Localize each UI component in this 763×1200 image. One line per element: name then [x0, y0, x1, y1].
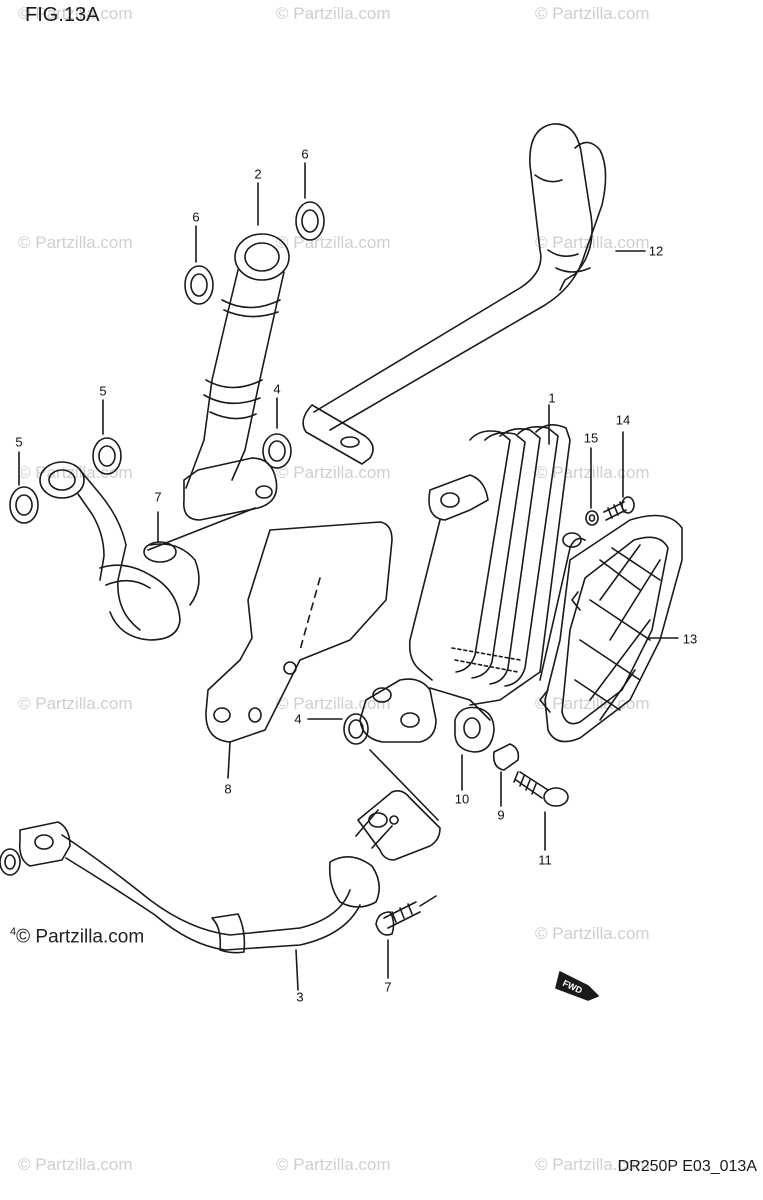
watermark: © Partzilla.com [276, 1155, 391, 1174]
part-12-cooler-hose [302, 123, 646, 465]
watermark: © Partzilla.com [18, 4, 133, 23]
watermark: © Partzilla.com [535, 1155, 650, 1174]
watermark: © Partzilla.com [18, 1155, 133, 1174]
part-3-lower-hose [18, 749, 441, 991]
part-11-bolt [513, 771, 569, 851]
callout-7: 7 [384, 979, 392, 995]
part-7-bolt-lower [375, 895, 437, 979]
callout-8: 8 [224, 781, 232, 797]
callout-7: 7 [154, 489, 162, 505]
watermark: © Partzilla.com [535, 233, 650, 252]
part-2-upper-hose [183, 182, 290, 521]
watermark: © Partzilla.com [18, 694, 133, 713]
part-10-grommet [454, 706, 495, 791]
figure-code: DR250P E03_013A [617, 1158, 757, 1175]
callout-2: 2 [254, 166, 262, 182]
watermark: © Partzilla.com [535, 4, 650, 23]
watermark: © Partzilla.com [276, 694, 391, 713]
callout-5: 5 [15, 434, 23, 450]
callout-11: 11 [538, 852, 552, 868]
watermark: © Partzilla.com [276, 463, 391, 482]
left-hose-assembly [39, 461, 256, 641]
part-8-bracket [205, 521, 393, 779]
watermark: © Partzilla.com [535, 463, 650, 482]
part-1-oil-cooler [408, 404, 586, 706]
part-15-washer [585, 447, 599, 526]
watermark: © Partzilla.com [535, 924, 650, 943]
watermark: © Partzilla.com [276, 4, 391, 23]
part-13-guard [539, 514, 683, 743]
part-14-bolt [603, 431, 635, 521]
callout-5: 5 [99, 383, 107, 399]
callout-1: 1 [548, 390, 556, 406]
callout-4: 4 [273, 381, 281, 397]
callout-4-prefix: 4 [10, 926, 17, 938]
cooler-lower-flange [359, 678, 491, 743]
watermark-prominent-text: © Partzilla.com [16, 926, 145, 948]
watermark-prominent: 4© Partzilla.com [10, 926, 144, 948]
callout-14: 14 [615, 412, 631, 428]
figure-title: FIG.13A [25, 4, 100, 26]
callout-10: 10 [454, 791, 470, 807]
forward-arrow: FWD [555, 971, 599, 1001]
callout-12: 12 [648, 243, 664, 259]
callout-9: 9 [497, 807, 505, 823]
callout-6: 6 [301, 146, 309, 162]
part-4-washer-lower [307, 713, 369, 745]
part-4-washer-bottom-left [0, 848, 21, 876]
callout-4: 4 [294, 711, 302, 727]
part-9-collar [492, 743, 520, 807]
callout-6: 6 [192, 209, 200, 225]
part-4-washer-upper [262, 397, 292, 469]
part-6-washers [184, 162, 325, 305]
callout-3: 3 [296, 989, 304, 1005]
watermark: © Partzilla.com [18, 233, 133, 252]
callout-13: 13 [682, 631, 698, 647]
callout-15: 15 [583, 430, 599, 446]
part-5-washers [9, 399, 122, 524]
